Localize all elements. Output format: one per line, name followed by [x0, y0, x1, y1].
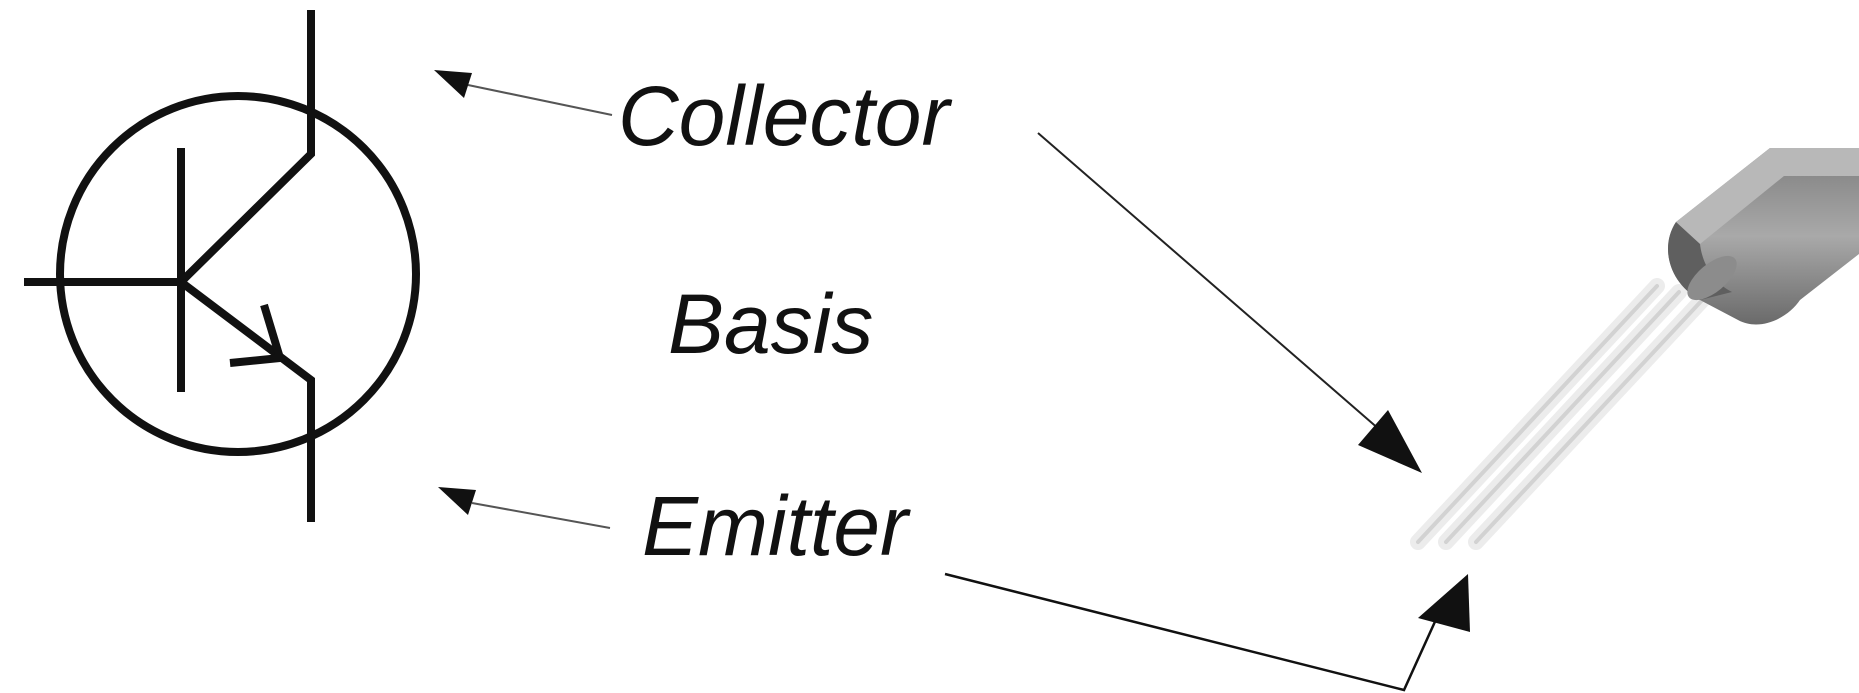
collector-lead	[178, 10, 315, 285]
package-leads	[1410, 278, 1714, 550]
emitter-to-package-arrow	[944, 572, 1470, 692]
collector-label: Collector	[618, 69, 952, 163]
collector-leader	[434, 70, 613, 116]
emitter-label: Emitter	[642, 479, 911, 573]
emitter-arrowhead	[229, 303, 286, 367]
collector-to-package-arrowhead	[1358, 410, 1422, 473]
basis-label: Basis	[668, 277, 873, 371]
transistor-circle	[56, 92, 420, 456]
package-flat-face	[1676, 148, 1859, 244]
collector-to-package-arrow	[1037, 132, 1422, 473]
collector-leader-arrowhead	[434, 70, 472, 98]
emitter-to-package-arrowhead	[1418, 574, 1470, 632]
npn-transistor-symbol	[24, 10, 420, 522]
emitter-leader-arrowhead	[438, 487, 476, 515]
transistor-package-illustration	[1410, 148, 1859, 550]
emitter-lead	[178, 278, 315, 522]
package-base-highlight	[1687, 255, 1737, 301]
emitter-leader	[438, 487, 611, 529]
